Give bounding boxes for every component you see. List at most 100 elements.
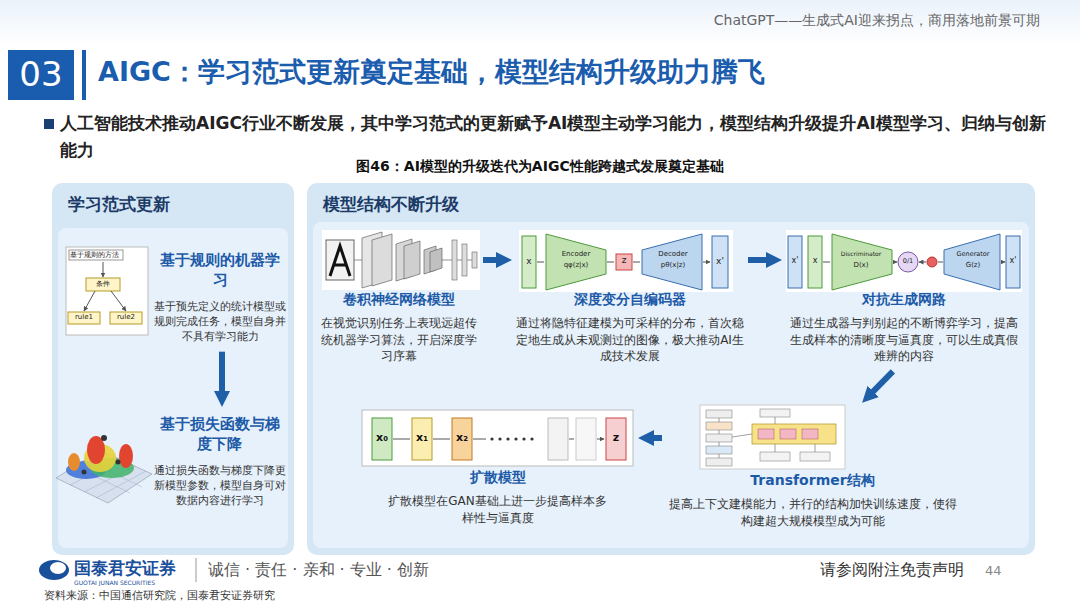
panel: 模型结构不断升级卷积神经网络模型在视觉识别任务上表现远超传统机器学习算法，开启深…	[307, 183, 1035, 555]
box-body: 通过损失函数与梯度下降更新模型参数，模型自身可对数据内容进行学习	[153, 463, 286, 509]
diffusion-figure-part	[606, 418, 626, 460]
figure-text: Discriminator	[832, 251, 890, 258]
gan-figure-part	[788, 236, 802, 288]
vae-figure	[519, 230, 733, 292]
figure-text: Decoder	[646, 250, 700, 258]
gan-figure	[786, 230, 1022, 292]
flow-arrow	[483, 257, 499, 263]
gan-figure-part	[1001, 262, 1005, 263]
transformer-figure-part	[800, 452, 830, 461]
loss-surface-part	[116, 460, 121, 465]
cnn-figure	[322, 230, 480, 290]
diffusion-figure-part	[576, 418, 596, 460]
vae-figure-part	[712, 236, 728, 288]
gan-figure-part	[786, 230, 1022, 292]
cnn-figure-part	[372, 234, 392, 286]
diffusion-figure-part	[490, 437, 493, 440]
vae-figure-part	[642, 234, 702, 290]
gan-figure-part	[927, 257, 937, 267]
transformer-figure-part	[706, 458, 732, 466]
panel-grounds-part	[52, 183, 294, 555]
transformer-figure-part	[706, 422, 732, 430]
figure-text: rule2	[110, 313, 142, 321]
symbol-label: x₁	[412, 432, 432, 445]
rule-flowchart-part	[110, 312, 142, 324]
flow-arrow	[748, 257, 769, 263]
symbol-label: x₀	[372, 432, 392, 445]
transformer-figure-part	[760, 452, 790, 461]
section-badge-part	[44, 119, 54, 129]
figure-text: 0/1	[898, 258, 918, 265]
box-body: 基于预先定义的统计模型或规则完成任务，模型自身并不具有学习能力	[154, 299, 286, 345]
rule-flowchart-part	[68, 312, 100, 324]
formula-label: G(z)	[946, 261, 1000, 269]
gan-figure-part	[944, 234, 1000, 290]
rule-flowchart-part	[69, 250, 123, 260]
diffusion-figure-part	[514, 437, 517, 440]
box-heading: 学习范式更新	[68, 193, 278, 216]
transformer-figure-part	[752, 424, 836, 444]
symbol-label: x'	[712, 256, 728, 266]
section-badge-part	[8, 50, 74, 100]
transformer-figure-part	[758, 429, 774, 439]
symbol-label: x	[808, 256, 822, 265]
formula-label: qφ(z|x)	[548, 261, 604, 269]
page-number: 44	[985, 564, 1002, 579]
symbol-label: x₂	[452, 432, 472, 445]
diffusion-figure-part	[372, 418, 392, 460]
vae-figure-part	[522, 236, 536, 288]
box-heading: 深度变分自编码器	[515, 290, 745, 309]
rule-flowchart	[66, 247, 148, 335]
box-body: 在视觉识别任务上表现远超传统机器学习算法，开启深度学习序幕	[318, 315, 480, 365]
model-box: 扩散模型扩散模型在GAN基础上进一步提高样本多样性与逼真度	[360, 405, 635, 530]
flow-arrow	[651, 435, 662, 441]
section-number: 03	[8, 55, 74, 94]
loss-surface-part	[82, 470, 87, 475]
disclaimer-note: 请参阅附注免责声明	[820, 561, 964, 579]
transformer-figure-part	[780, 429, 796, 439]
loss-surface-part	[101, 435, 107, 441]
figure-caption: 图46：AI模型的升级迭代为AIGC性能跨越式发展奠定基础	[240, 158, 840, 176]
gan-figure-part	[808, 236, 822, 288]
cnn-figure-part	[322, 230, 480, 290]
gan-figure-part	[898, 252, 918, 272]
symbol-label: z	[616, 255, 632, 265]
model-box: 深度变分自编码器通过将隐特征建模为可采样的分布，首次稳定地生成从未观测过的图像，…	[515, 228, 745, 369]
cnn-figure-part	[472, 252, 477, 268]
box-heading: 基于损失函数与梯度下降	[153, 414, 286, 455]
figure-text: rule1	[68, 313, 100, 321]
header-note: ChatGPT——生成式AI迎来拐点，商用落地前景可期	[600, 12, 1040, 28]
source-note: 资料来源：中国通信研究院，国泰君安证券研究	[44, 590, 275, 603]
loss-surface	[56, 435, 152, 503]
box-body: 扩散模型在GAN基础上进一步提高样本多样性与逼真度	[388, 493, 607, 527]
cnn-figure-part	[330, 246, 350, 276]
diffusion-figure	[362, 410, 633, 466]
company-name: 国泰君安证券	[74, 559, 176, 579]
rule-flowchart-part	[66, 247, 148, 335]
footer-marks-part	[50, 562, 66, 574]
panel-grounds-part	[313, 222, 1029, 548]
rule-flowchart-part	[86, 278, 120, 291]
footer-marks-part	[39, 560, 69, 580]
flow-arrow	[871, 371, 893, 393]
model-box: Transformer结构提高上下文建模能力，并行的结构加快训练速度，使得构建超…	[665, 405, 960, 533]
box-heading: 基于规则的机器学习	[154, 250, 286, 291]
transformer-figure	[700, 405, 845, 469]
symbol-label: z	[606, 432, 626, 445]
cnn-figure-part	[452, 240, 457, 280]
transformer-figure-part	[706, 434, 732, 442]
footer-marks-part	[196, 558, 197, 582]
page-title: AIGC：学习范式更新奠定基础，模型结构升级助力腾飞	[98, 54, 765, 90]
panel-grounds-part	[307, 183, 1035, 555]
rule-flowchart-part	[103, 262, 104, 277]
transformer-figure-part	[706, 446, 732, 454]
box-body: 通过生成器与判别起的不断博弈学习，提高生成样本的清晰度与逼真度，可以生成真假难辨…	[785, 315, 1022, 365]
footer-marks	[39, 558, 196, 582]
vae-figure-part	[519, 230, 733, 292]
diffusion-figure-part	[506, 437, 509, 440]
formula-label: pθ(x|z)	[646, 261, 700, 269]
cnn-figure-part	[462, 244, 467, 276]
paradigm-box: 基于规则的机器学习基于预先定义的统计模型或规则完成任务，模型自身并不具有学习能力	[62, 246, 290, 349]
symbol-label: x	[522, 256, 536, 266]
